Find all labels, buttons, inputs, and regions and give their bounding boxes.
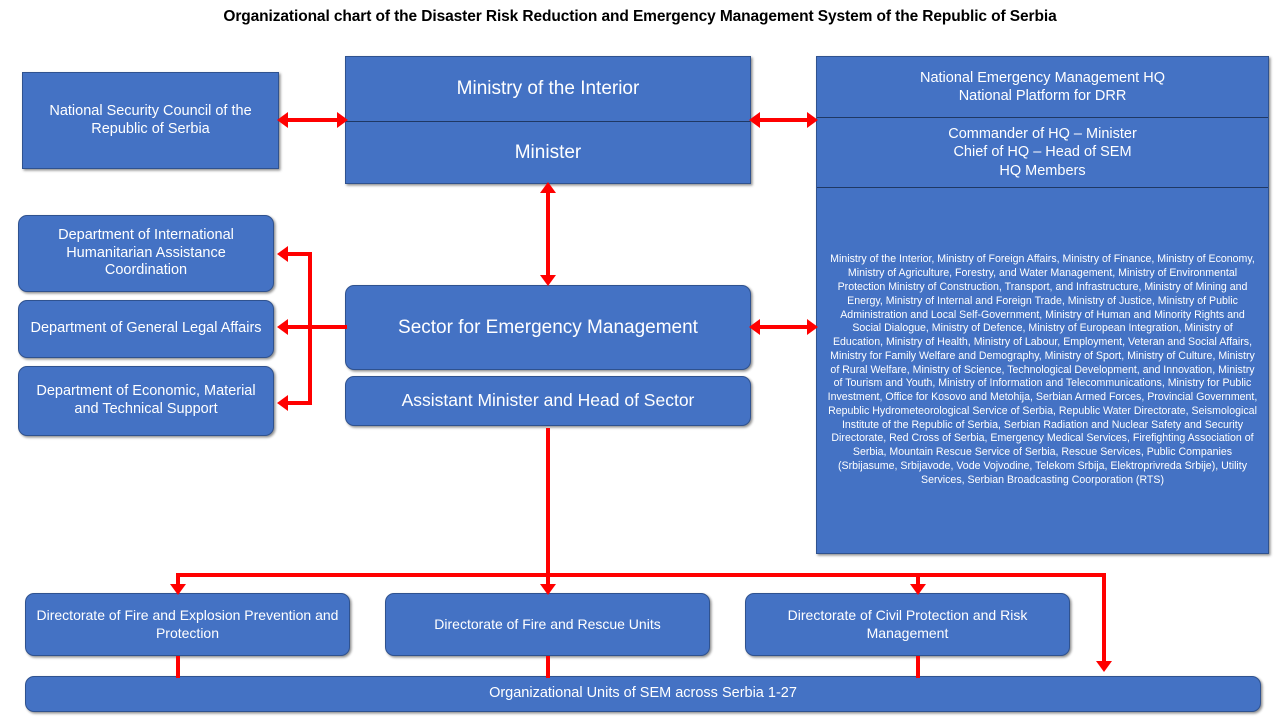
arrowhead-right-hq [807, 112, 818, 128]
connector-fire-explosion-to-units [176, 656, 180, 678]
node-label: Commander of HQ – Minister Chief of HQ –… [948, 126, 1137, 179]
connector-drop-right-to-units [1102, 573, 1106, 664]
node-department-economic-material-technical-support[interactable]: Department of Economic, Material and Tec… [18, 366, 274, 436]
node-national-security-council[interactable]: National Security Council of the Republi… [22, 72, 279, 169]
hq-members-seg: Ministry of the Interior, Ministry of Fo… [817, 187, 1268, 553]
connector-sector-trunk [546, 428, 550, 575]
connector-drop-fire-rescue [546, 573, 550, 587]
node-label: Assistant Minister and Head of Sector [401, 390, 695, 411]
connector-drop-fire-explosion [176, 573, 180, 587]
node-national-emergency-management-hq[interactable]: National Emergency Management HQ Nationa… [816, 56, 1269, 554]
arrowhead-down-right-to-units [1096, 661, 1112, 672]
arrowhead-down-fire-explosion [170, 584, 186, 595]
node-label: Department of Economic, Material and Tec… [36, 383, 256, 417]
node-label: Department of International Humanitarian… [58, 226, 234, 279]
node-label: Organizational Units of SEM across Serbi… [489, 685, 797, 702]
connector-nsc-ministry [288, 118, 338, 122]
node-assistant-minister-head-of-sector[interactable]: Assistant Minister and Head of Sector [345, 376, 751, 426]
node-directorate-civil-protection-risk-management[interactable]: Directorate of Civil Protection and Risk… [745, 593, 1070, 656]
arrowhead-up-minister [540, 182, 556, 193]
connector-sector-to-depts-stub [310, 325, 347, 329]
hq-title-seg: National Emergency Management HQ Nationa… [817, 57, 1268, 117]
arrowhead-down-fire-rescue [540, 584, 556, 595]
connector-ministry-hq [760, 118, 808, 122]
node-label: Department of General Legal Affairs [30, 320, 262, 337]
node-minister-label-seg: Minister [346, 121, 750, 184]
arrowhead-left-nsc [277, 112, 288, 128]
connector-civil-protection-to-units [916, 656, 920, 678]
node-sector-for-emergency-management[interactable]: Sector for Emergency Management [345, 285, 751, 370]
connector-branch-dept-international [288, 252, 312, 256]
arrowhead-left-dept-legal [277, 319, 288, 335]
connector-fire-rescue-to-units [546, 656, 550, 678]
node-organizational-units-of-sem[interactable]: Organizational Units of SEM across Serbi… [25, 676, 1261, 712]
arrowhead-left-dept-international [277, 246, 288, 262]
node-directorate-fire-explosion-prevention[interactable]: Directorate of Fire and Explosion Preven… [25, 593, 350, 656]
connector-branch-dept-economic [288, 401, 312, 405]
node-department-international-humanitarian-assistance[interactable]: Department of International Humanitarian… [18, 215, 274, 292]
arrowhead-right-hq-members [807, 319, 818, 335]
node-label: Minister [514, 142, 582, 164]
arrowhead-left-sector [749, 319, 760, 335]
node-ministry-interior-label-seg: Ministry of the Interior [346, 57, 750, 121]
node-label: Directorate of Fire and Explosion Preven… [36, 607, 339, 641]
node-ministry-of-the-interior[interactable]: Ministry of the Interior Minister [345, 56, 751, 184]
node-label: Directorate of Fire and Rescue Units [434, 615, 661, 632]
connector-drop-civil-protection [916, 573, 920, 587]
arrowhead-down-sector [540, 275, 556, 286]
node-label: Ministry of the Interior [456, 78, 640, 100]
node-label: Directorate of Civil Protection and Risk… [787, 607, 1028, 641]
node-label: National Security Council of the Republi… [49, 102, 252, 137]
connector-minister-sector [546, 192, 550, 277]
arrowhead-left-dept-economic [277, 395, 288, 411]
connector-sector-hq [760, 325, 808, 329]
node-label: National Emergency Management HQ Nationa… [919, 69, 1165, 104]
hq-roles-seg: Commander of HQ – Minister Chief of HQ –… [817, 117, 1268, 187]
node-label: Sector for Emergency Management [398, 316, 698, 338]
page-title: Organizational chart of the Disaster Ris… [223, 8, 1057, 25]
arrowhead-down-civil-protection [910, 584, 926, 595]
connector-distribution-bus [176, 573, 1106, 577]
arrowhead-right-ministry [337, 112, 348, 128]
node-department-general-legal-affairs[interactable]: Department of General Legal Affairs [18, 300, 274, 358]
node-label: Ministry of the Interior, Ministry of Fo… [827, 253, 1258, 486]
connector-branch-dept-legal [288, 325, 312, 329]
arrowhead-left-ministry [749, 112, 760, 128]
node-directorate-fire-rescue-units[interactable]: Directorate of Fire and Rescue Units [385, 593, 710, 656]
